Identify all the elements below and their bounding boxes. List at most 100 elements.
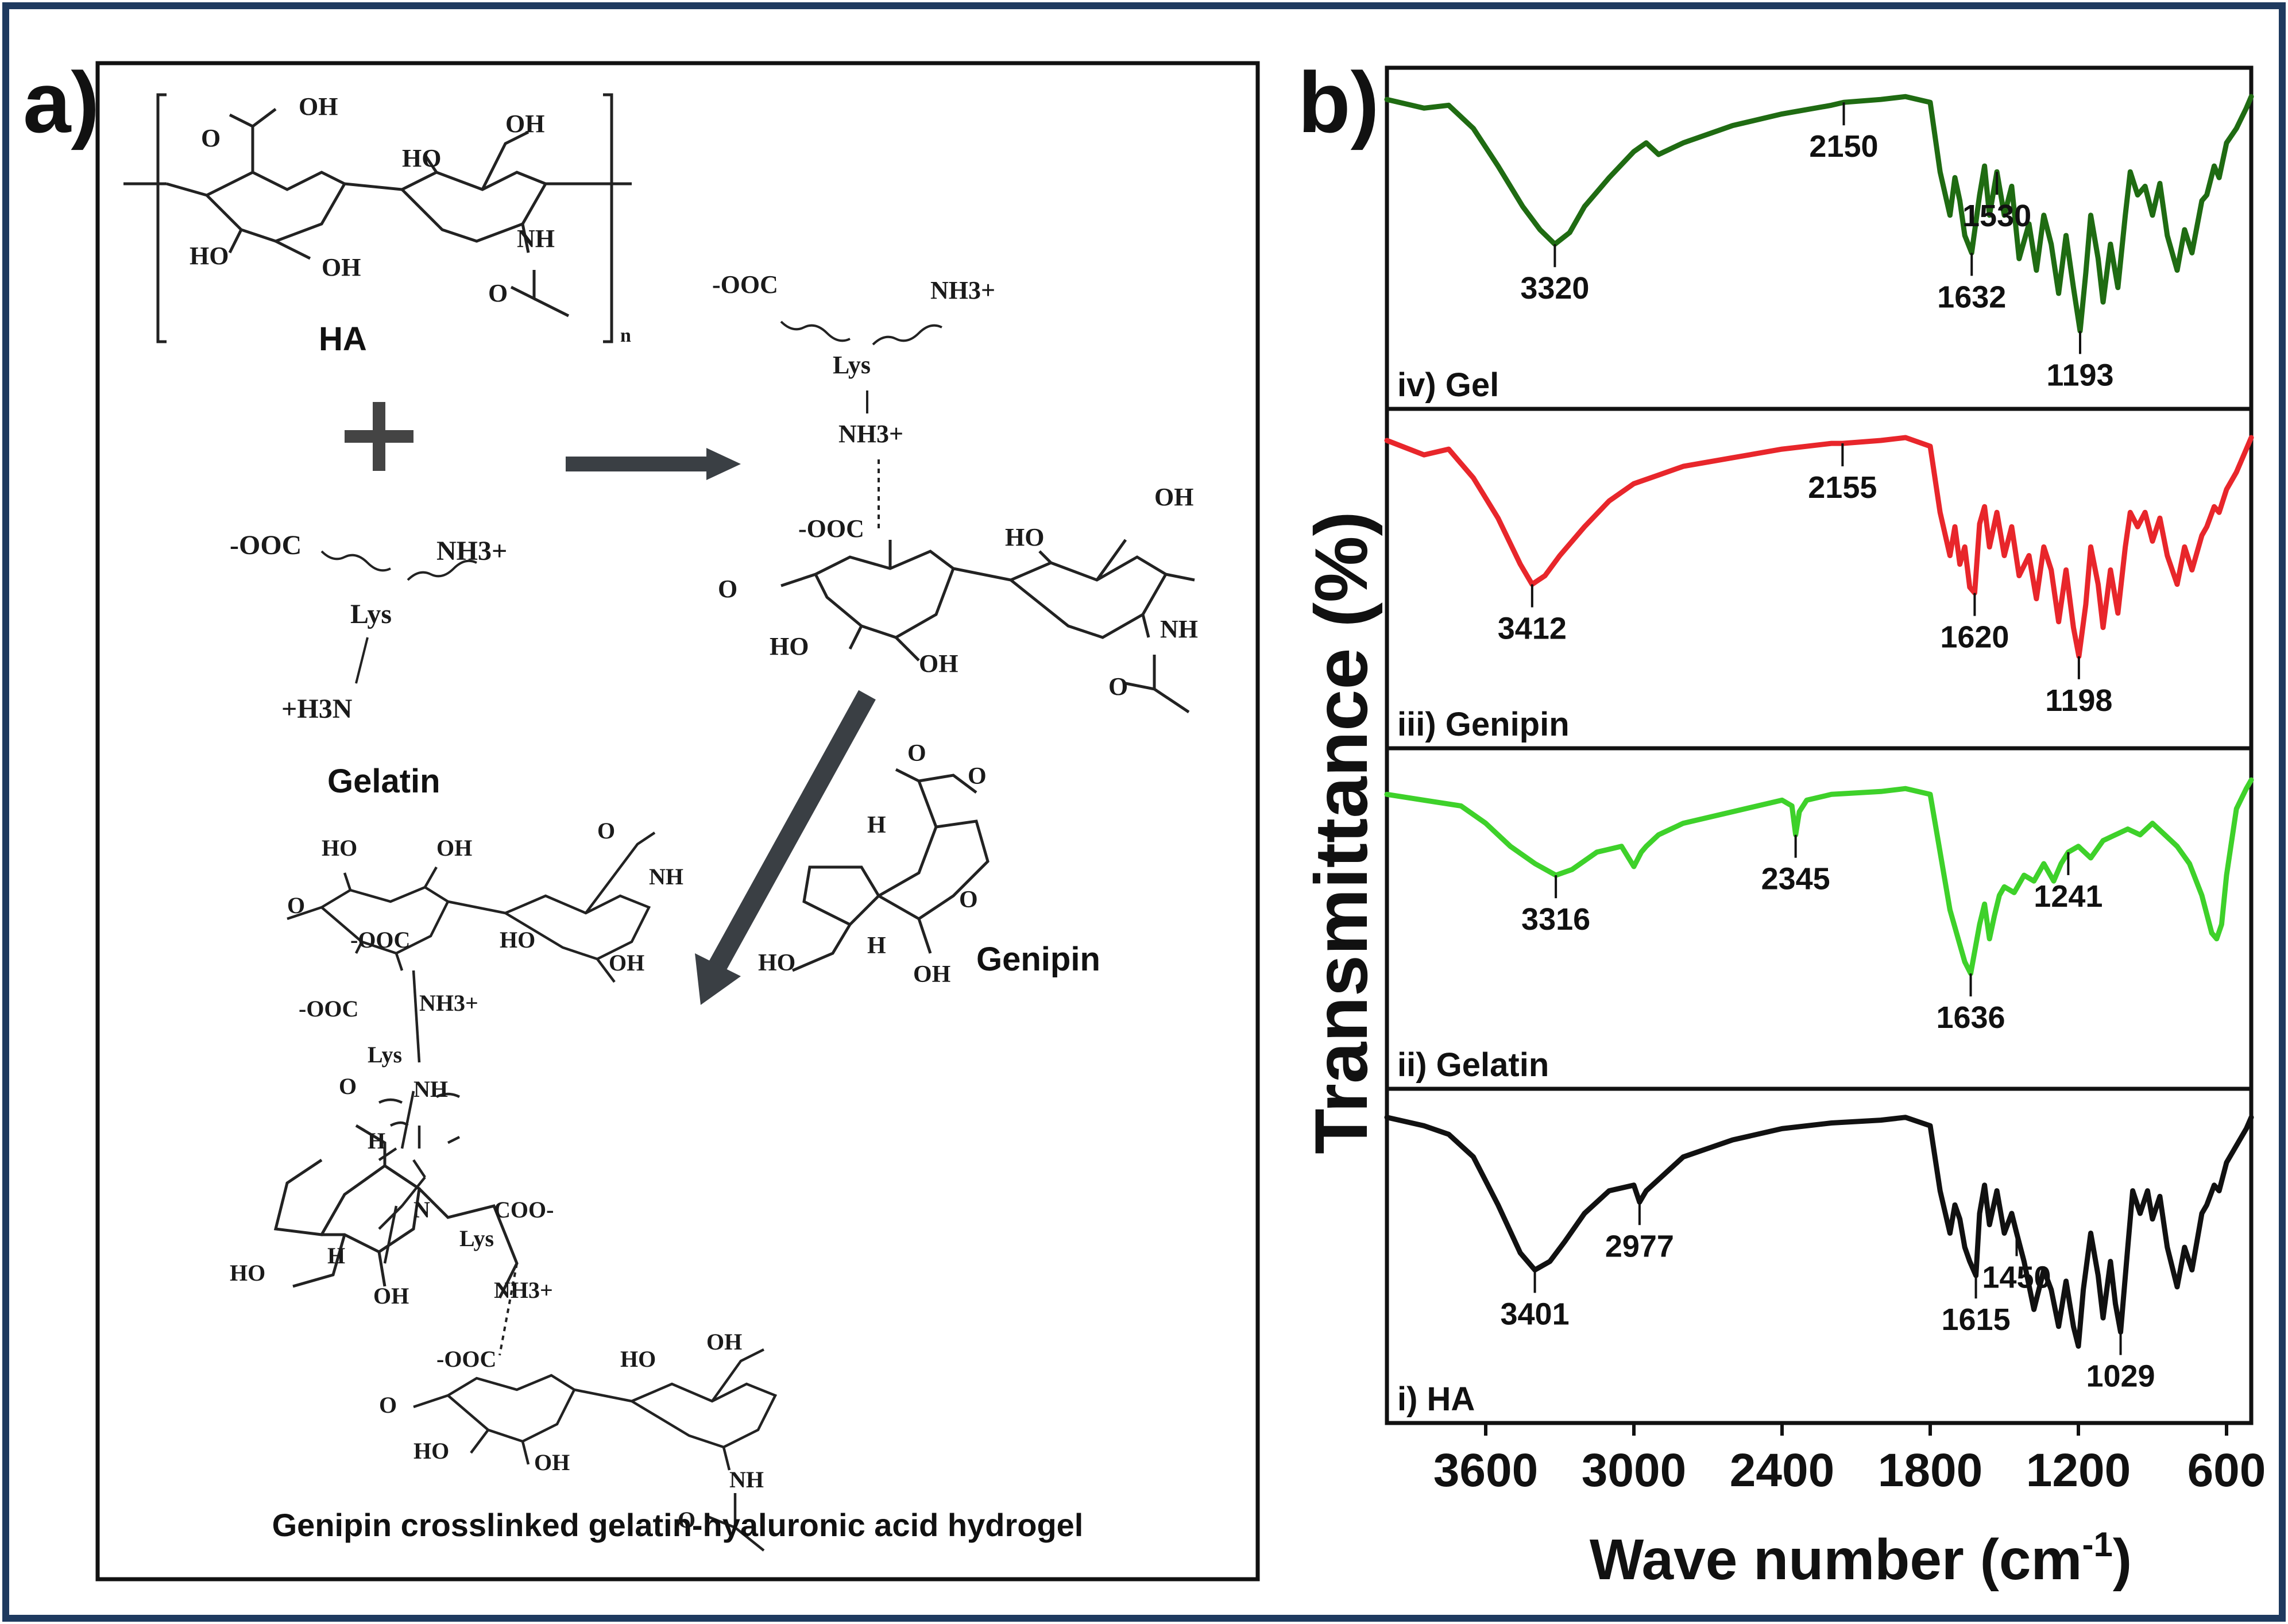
- atom-label: NH3+: [930, 276, 995, 304]
- genipin-structure: O O H O H HO OH Genipin: [758, 740, 1100, 988]
- atom-label: OH: [534, 1449, 570, 1475]
- spectrum-line: [1384, 1115, 2254, 1349]
- peak-label: 1530: [1962, 199, 2031, 233]
- x-axis-label-main: Wave number (cm: [1590, 1528, 2082, 1592]
- spectrum-line: [1384, 435, 2254, 659]
- atom-label: O: [201, 124, 221, 152]
- atom-label: HO: [758, 950, 795, 976]
- atom-label: O: [968, 763, 987, 790]
- atom-label: O: [339, 1073, 357, 1099]
- atom-label: -OOC: [230, 530, 302, 560]
- atom-label: HO: [500, 927, 535, 953]
- atom-label: n: [620, 325, 631, 346]
- atom-label: -OOC: [350, 927, 410, 953]
- panel-b-label: b): [1298, 54, 1379, 150]
- atom-label: NH: [649, 864, 683, 890]
- peak-label: 1636: [1936, 1000, 2005, 1035]
- atom-label: OH: [609, 950, 644, 976]
- atom-label: O: [379, 1392, 397, 1418]
- atom-label: OH: [1154, 483, 1193, 511]
- atom-label: H: [327, 1243, 345, 1269]
- arrow-right-icon: [566, 448, 741, 480]
- peak-label: 2150: [1809, 129, 1878, 164]
- atom-label: O: [959, 887, 978, 913]
- atom-label: O: [907, 740, 926, 767]
- y-axis-label: Transmittance (%): [1299, 511, 1383, 1154]
- atom-label: NH3+: [494, 1277, 553, 1303]
- genipin-label: Genipin: [976, 941, 1100, 978]
- atom-label: OH: [299, 92, 338, 121]
- peak-label: 1632: [1937, 280, 2006, 314]
- x-tick-label: 3000: [1582, 1444, 1686, 1497]
- atom-label: NH: [517, 225, 555, 253]
- atom-label: -OOC: [712, 270, 778, 299]
- series-label: ii) Gelatin: [1397, 1046, 1549, 1084]
- atom-label: O: [597, 818, 615, 844]
- series-label: i) HA: [1397, 1381, 1475, 1418]
- atom-label: OH: [913, 961, 950, 988]
- ha-label: HA: [319, 320, 367, 358]
- atom-label: Lys: [459, 1225, 494, 1251]
- plot-frames: [1385, 65, 2254, 1425]
- x-tick-label: 1200: [2026, 1444, 2131, 1497]
- atom-label: O: [1108, 672, 1128, 701]
- peak-label: 3401: [1500, 1297, 1569, 1331]
- x-axis-label: Wave number (cm-1): [1590, 1525, 2132, 1592]
- peak-label: 1450: [1982, 1260, 2051, 1294]
- atom-label: -OOC: [798, 515, 864, 543]
- atom-label: O: [488, 279, 508, 307]
- peak-label: 1198: [2045, 683, 2112, 718]
- product-caption: Genipin crosslinked gelatin-hyaluronic a…: [272, 1507, 1084, 1543]
- peak-label: 1620: [1940, 620, 2009, 655]
- atom-label: NH: [413, 1076, 448, 1102]
- atom-label: OH: [373, 1283, 409, 1309]
- atom-label: HO: [1005, 523, 1044, 551]
- atom-label: HO: [413, 1438, 449, 1464]
- atom-label: Lys: [350, 599, 392, 629]
- atom-label: OH: [322, 253, 361, 281]
- atom-label: O: [718, 575, 737, 603]
- panel-a-frame: [95, 61, 1260, 1582]
- atom-label: NH: [1160, 615, 1198, 643]
- peak-label: 2155: [1808, 470, 1877, 505]
- atom-label: H: [867, 933, 886, 959]
- x-axis-label-sup: -1: [2082, 1525, 2112, 1564]
- atom-label: -OOC: [436, 1346, 496, 1372]
- atom-label: O: [287, 892, 305, 918]
- atom-label: H: [368, 1128, 385, 1154]
- x-tick-label: 600: [2187, 1444, 2266, 1497]
- peak-label: 2345: [1761, 862, 1830, 896]
- atom-label: -OOC: [299, 996, 358, 1022]
- peak-label: 2977: [1605, 1229, 1674, 1263]
- spectrum-line: [1384, 777, 2254, 976]
- atom-label: OH: [505, 110, 544, 138]
- annotation-layer: 3320215016321530119334122155162011983316…: [1498, 102, 2155, 1394]
- atom-label: HO: [190, 242, 229, 270]
- atom-label: Lys: [833, 351, 871, 379]
- peak-label: 1193: [2046, 358, 2113, 392]
- peak-label: 3412: [1498, 612, 1567, 646]
- plus-icon: [345, 402, 413, 471]
- peak-label: 3316: [1521, 902, 1590, 937]
- atom-label: HO: [402, 144, 441, 172]
- gelatin-structure: -OOC NH3+ Lys +H3N Gelatin: [230, 530, 507, 800]
- atom-label: H: [867, 812, 886, 838]
- atom-label: NH: [729, 1467, 764, 1492]
- atom-label: OH: [919, 649, 958, 678]
- atom-label: OH: [706, 1329, 742, 1355]
- atom-label: HO: [620, 1346, 656, 1372]
- atom-label: O: [678, 1507, 695, 1533]
- peak-label: 1615: [1941, 1302, 2010, 1337]
- x-axis-label-end: ): [2113, 1528, 2132, 1592]
- intermediate-structure: -OOC NH3+ Lys NH3+ -OOC O OH HO HO OH NH…: [712, 270, 1198, 714]
- product-structure: O NH HO OH O -OOC HO OH -OOC NH3+ Lys NH…: [230, 818, 778, 1552]
- series-label: iii) Genipin: [1397, 706, 1570, 743]
- x-tick-label: 1800: [1878, 1444, 1982, 1497]
- atom-label: HO: [322, 835, 357, 861]
- x-tick-label: 2400: [1730, 1444, 1834, 1497]
